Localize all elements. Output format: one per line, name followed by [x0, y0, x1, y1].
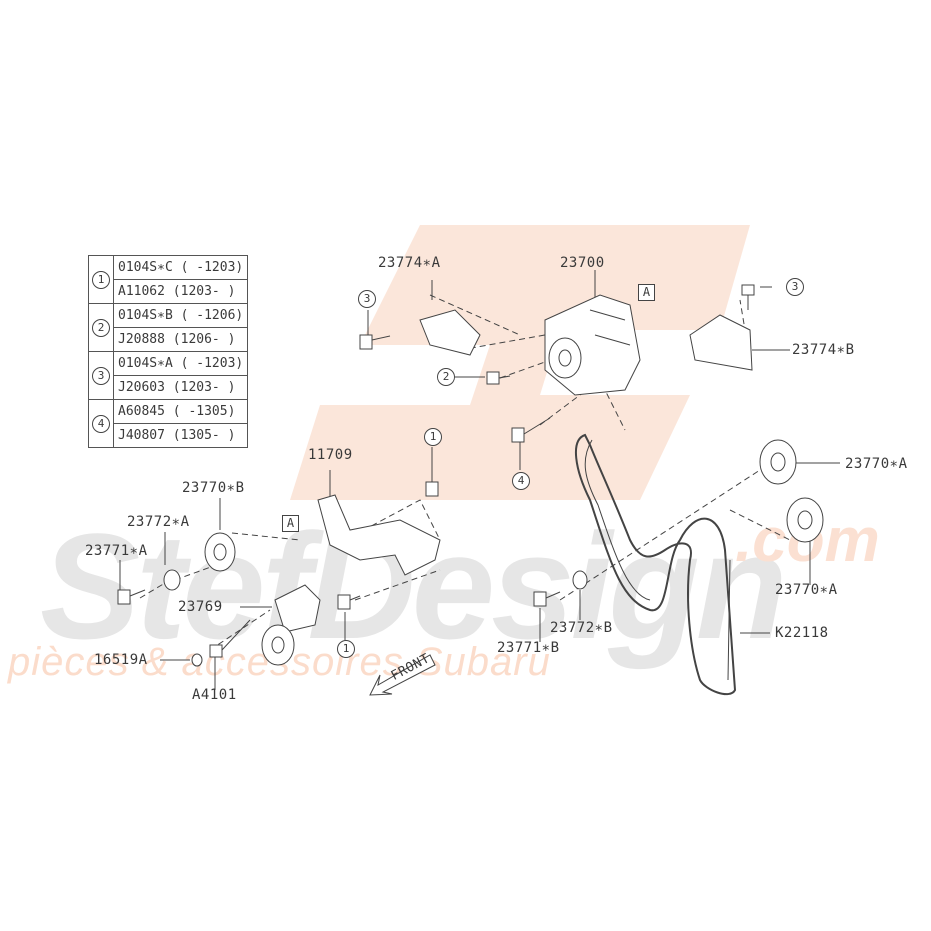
table-row: J20888 (1206- ): [89, 327, 249, 352]
bracket-11709: [317, 494, 441, 576]
table-row: J20603 (1203- ): [89, 375, 249, 400]
label-23774b: 23774∗B: [792, 342, 855, 358]
cover-23774b: [689, 314, 753, 371]
date-range: (1203- ): [172, 380, 236, 395]
leader-solid: [119, 270, 840, 690]
ref-circle-1: 1: [337, 640, 355, 658]
ref-box-a: A: [282, 515, 299, 532]
ref-box-a: A: [638, 284, 655, 301]
part-number: 0104S∗C: [118, 260, 173, 275]
ref-number: 1: [92, 270, 110, 289]
logo-watermark: [290, 225, 750, 500]
part-number: 0104S∗B: [118, 308, 173, 323]
part-number: 0104S∗A: [118, 356, 173, 371]
table-row: 2 0104S∗B ( -1206): [88, 303, 249, 352]
label-23770a-upper: 23770∗A: [845, 456, 908, 472]
alternator-23700: [544, 294, 641, 396]
label-23771b: 23771∗B: [497, 640, 560, 656]
table-row: J40807 (1305- ): [89, 423, 249, 448]
ref-number: 3: [92, 366, 110, 385]
label-23774a: 23774∗A: [378, 255, 441, 271]
label-23769: 23769: [178, 599, 223, 615]
leader-lines: [139, 294, 791, 651]
date-range: ( -1206): [180, 308, 244, 323]
label-16519a: 16519A: [94, 652, 148, 668]
bolts: [117, 284, 755, 667]
date-range: ( -1305): [172, 404, 236, 419]
part-number: A60845: [118, 404, 165, 419]
table-row: A11062 (1203- ): [89, 279, 249, 304]
date-range: (1206- ): [172, 332, 236, 347]
label-11709: 11709: [308, 447, 353, 463]
ref-circle-3: 3: [358, 290, 376, 308]
cover-23774a: [419, 309, 481, 356]
ref-circle-1: 1: [424, 428, 442, 446]
ref-circle-2: 2: [437, 368, 455, 386]
label-k22118: K22118: [775, 625, 829, 641]
table-row: 1 0104S∗C ( -1203): [88, 255, 249, 304]
part-number: J20603: [118, 380, 165, 395]
table-row: 3 0104S∗A ( -1203): [88, 351, 249, 400]
front-arrow-icon: [369, 654, 436, 696]
ref-circle-3: 3: [786, 278, 804, 296]
label-23770a-lower: 23770∗A: [775, 582, 838, 598]
part-number: J40807: [118, 428, 165, 443]
label-23772b: 23772∗B: [550, 620, 613, 636]
ref-number: 4: [92, 414, 110, 433]
label-23771a: 23771∗A: [85, 543, 148, 559]
date-range: (1203- ): [172, 284, 236, 299]
date-range: (1305- ): [172, 428, 236, 443]
label-a4101: A4101: [192, 687, 237, 703]
ref-circle-4: 4: [512, 472, 530, 490]
label-23770b: 23770∗B: [182, 480, 245, 496]
label-23772a: 23772∗A: [127, 514, 190, 530]
part-number: A11062: [118, 284, 165, 299]
belt-k22118: [574, 433, 737, 696]
pulleys: [163, 439, 824, 666]
date-range: ( -1203): [180, 356, 244, 371]
parts-reference-table: 1 0104S∗C ( -1203) A11062 (1203- ) 2 0104S…: [88, 255, 249, 448]
table-row: 4 A60845 ( -1305): [88, 399, 249, 448]
date-range: ( -1203): [180, 260, 244, 275]
part-number: J20888: [118, 332, 165, 347]
ref-number: 2: [92, 318, 110, 337]
label-23700: 23700: [560, 255, 605, 271]
